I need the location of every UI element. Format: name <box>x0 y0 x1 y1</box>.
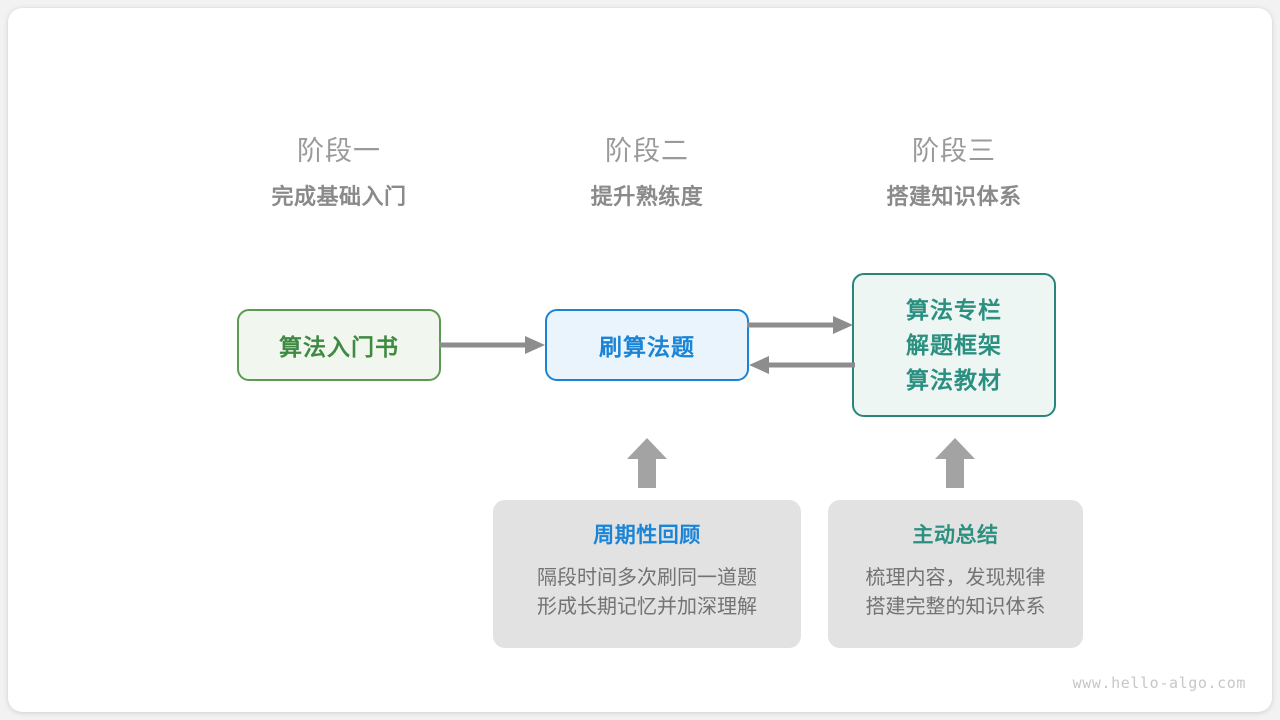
note-title: 周期性回顾 <box>593 524 701 547</box>
flow-box-practice-problems[interactable]: 刷算法题 <box>545 309 749 381</box>
note-card-active-summary[interactable]: 主动总结 梳理内容，发现规律 搭建完整的知识体系 <box>828 500 1083 648</box>
stage-header-2: 阶段二 提升熟练度 <box>517 134 777 212</box>
watermark-url: www.hello-algo.com <box>1072 674 1246 692</box>
arrow-book-to-practice-icon <box>439 336 545 354</box>
diagram-canvas: 阶段一 完成基础入门 阶段二 提升熟练度 阶段三 搭建知识体系 算法入门书 刷算… <box>8 8 1272 712</box>
note-body-line: 梳理内容，发现规律 <box>865 567 1046 589</box>
stage-header-1: 阶段一 完成基础入门 <box>209 134 469 212</box>
stage-name-2: 阶段二 <box>605 136 689 166</box>
flow-box-label: 算法入门书 <box>279 334 399 360</box>
flow-box-knowledge-system[interactable]: 算法专栏 解题框架 算法教材 <box>852 273 1056 417</box>
note-body-line: 形成长期记忆并加深理解 <box>537 596 757 618</box>
flow-box-label: 算法专栏 <box>906 296 1002 323</box>
stage-goal-3: 搭建知识体系 <box>886 184 1022 209</box>
arrow-practice-to-system-icon <box>747 316 853 334</box>
note-body-line: 搭建完整的知识体系 <box>865 596 1046 618</box>
stage-goal-1: 完成基础入门 <box>271 184 407 209</box>
stage-name-3: 阶段三 <box>912 136 996 166</box>
arrow-up-review-icon <box>627 438 667 488</box>
note-card-periodic-review[interactable]: 周期性回顾 隔段时间多次刷同一道题 形成长期记忆并加深理解 <box>493 500 801 648</box>
flow-box-label: 解题框架 <box>906 331 1002 358</box>
stage-name-1: 阶段一 <box>297 136 381 166</box>
arrow-system-to-practice-icon <box>749 356 855 374</box>
stage-goal-2: 提升熟练度 <box>590 184 704 209</box>
flow-box-algorithm-book[interactable]: 算法入门书 <box>237 309 441 381</box>
flow-box-label: 刷算法题 <box>599 334 695 360</box>
note-body: 隔段时间多次刷同一道题 形成长期记忆并加深理解 <box>537 564 757 622</box>
flow-box-label: 算法教材 <box>906 366 1002 393</box>
note-body-line: 隔段时间多次刷同一道题 <box>537 567 757 589</box>
stage-header-3: 阶段三 搭建知识体系 <box>824 134 1084 212</box>
arrow-up-summary-icon <box>935 438 975 488</box>
note-body: 梳理内容，发现规律 搭建完整的知识体系 <box>866 564 1046 622</box>
note-title: 主动总结 <box>912 524 999 547</box>
